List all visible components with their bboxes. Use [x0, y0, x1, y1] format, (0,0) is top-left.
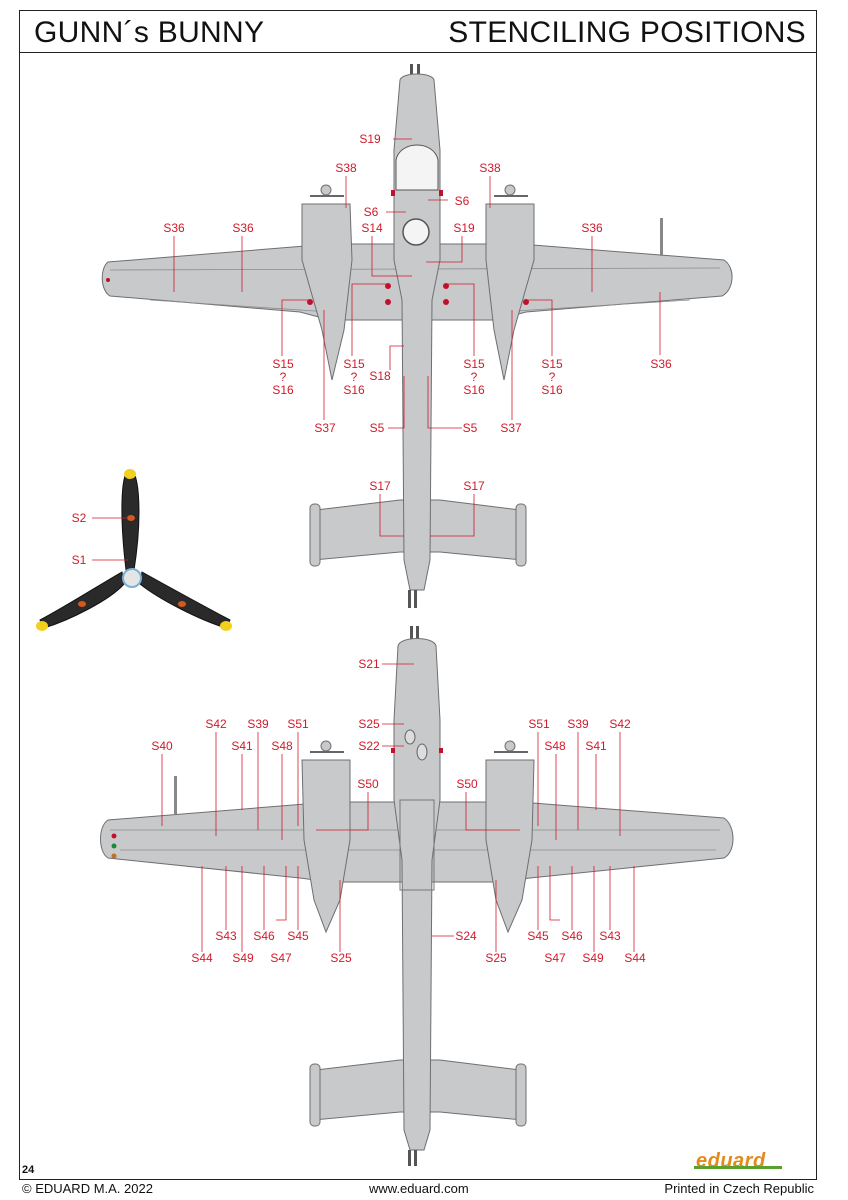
right-engine-nacelle — [485, 203, 535, 381]
header-divider — [19, 52, 817, 53]
stencil-label: S5 — [369, 421, 385, 435]
left-fin — [309, 503, 321, 567]
top-view-leader-lines — [173, 138, 661, 537]
stencil-label: S16 — [463, 383, 485, 397]
stencil-label: S44 — [624, 951, 646, 965]
stencil-label: S15 — [541, 357, 563, 371]
left-prop-hub — [320, 184, 332, 196]
website-link[interactable]: www.eduard.com — [369, 1181, 469, 1196]
stencil-label: S46 — [561, 929, 583, 943]
stencil-label: S25 — [330, 951, 352, 965]
stencil-label: ? — [350, 370, 358, 384]
stencil-label: S39 — [567, 717, 589, 731]
stencil-label: S48 — [544, 739, 566, 753]
stencil-label: S24 — [455, 929, 477, 943]
stencil-label: S41 — [231, 739, 253, 753]
stencil-label: S18 — [369, 369, 391, 383]
stencil-label: S50 — [456, 777, 478, 791]
stencil-label: S41 — [585, 739, 607, 753]
stencil-label: ? — [470, 370, 478, 384]
stencil-label: S17 — [369, 479, 391, 493]
stencil-label: S44 — [191, 951, 213, 965]
left-engine-nacelle — [301, 203, 353, 381]
left-engine-nacelle-underside — [301, 759, 351, 934]
propeller-drawing — [36, 469, 232, 631]
copyright-text: © EDUARD M.A. 2022 — [22, 1181, 153, 1196]
stencil-label: S16 — [272, 383, 294, 397]
stencil-label: S43 — [215, 929, 237, 943]
right-engine-nacelle-underside — [485, 759, 535, 934]
printed-text: Printed in Czech Republic — [664, 1181, 814, 1196]
stencil-label: S14 — [361, 221, 383, 235]
stencil-label: S47 — [270, 951, 292, 965]
stencil-label: S15 — [343, 357, 365, 371]
stencil-label: S37 — [500, 421, 522, 435]
fuselage-underside — [393, 638, 441, 1151]
stencil-label: S39 — [247, 717, 269, 731]
stencil-label: S21 — [358, 657, 380, 671]
stencil-label: S16 — [343, 383, 365, 397]
stencil-label: S36 — [163, 221, 185, 235]
stencil-label: S47 — [544, 951, 566, 965]
stencil-label: S38 — [479, 161, 501, 175]
stencil-label: ? — [279, 370, 287, 384]
turret-dome — [402, 218, 430, 246]
stencil-label: S19 — [359, 132, 381, 146]
fuselage — [393, 73, 441, 591]
page-title: GUNN´s BUNNY — [34, 16, 265, 49]
stencil-label: S37 — [314, 421, 336, 435]
stencil-label: S36 — [232, 221, 254, 235]
nose-gun-barrel — [417, 64, 420, 82]
stencil-label: S19 — [453, 221, 475, 235]
cockpit-canopy — [395, 144, 439, 191]
stencil-label: S45 — [527, 929, 549, 943]
stencil-label: S36 — [581, 221, 603, 235]
page-frame — [19, 10, 817, 1180]
right-prop-hub — [504, 184, 516, 196]
stencil-label: ? — [548, 370, 556, 384]
stencil-label: S49 — [232, 951, 254, 965]
stencil-label: S38 — [335, 161, 357, 175]
bottom-view-leader-lines — [161, 663, 635, 952]
stencil-label: S42 — [205, 717, 227, 731]
stencil-label: S25 — [485, 951, 507, 965]
stencil-label: S36 — [650, 357, 672, 371]
stencil-label: S49 — [582, 951, 604, 965]
stencil-label: S5 — [462, 421, 478, 435]
stencil-label: S22 — [358, 739, 380, 753]
brand-logo: eduard — [696, 1150, 766, 1172]
stencil-label: S25 — [358, 717, 380, 731]
stencil-label: S46 — [253, 929, 275, 943]
stencil-label: S42 — [609, 717, 631, 731]
stencil-label: S1 — [71, 553, 87, 567]
stencil-label: S6 — [454, 194, 470, 208]
bottom-view-aircraft — [100, 626, 734, 1166]
stencil-label: S15 — [463, 357, 485, 371]
stencil-label: S50 — [357, 777, 379, 791]
brand-underline — [694, 1166, 782, 1169]
page-number: 24 — [22, 1164, 35, 1176]
section-title: STENCILING POSITIONS — [448, 16, 806, 49]
stencil-label: S51 — [528, 717, 550, 731]
right-fin — [515, 503, 527, 567]
top-view-aircraft — [101, 64, 733, 608]
stencil-label: S17 — [463, 479, 485, 493]
stencil-label: S45 — [287, 929, 309, 943]
stencil-label: S51 — [287, 717, 309, 731]
nose-gun-barrel — [410, 64, 413, 82]
stencil-label: S40 — [151, 739, 173, 753]
stencil-label: S16 — [541, 383, 563, 397]
stencil-label: S15 — [272, 357, 294, 371]
stencil-label: S43 — [599, 929, 621, 943]
stencil-label: S6 — [363, 205, 379, 219]
stencil-label: S2 — [71, 511, 87, 525]
stencil-label: S48 — [271, 739, 293, 753]
